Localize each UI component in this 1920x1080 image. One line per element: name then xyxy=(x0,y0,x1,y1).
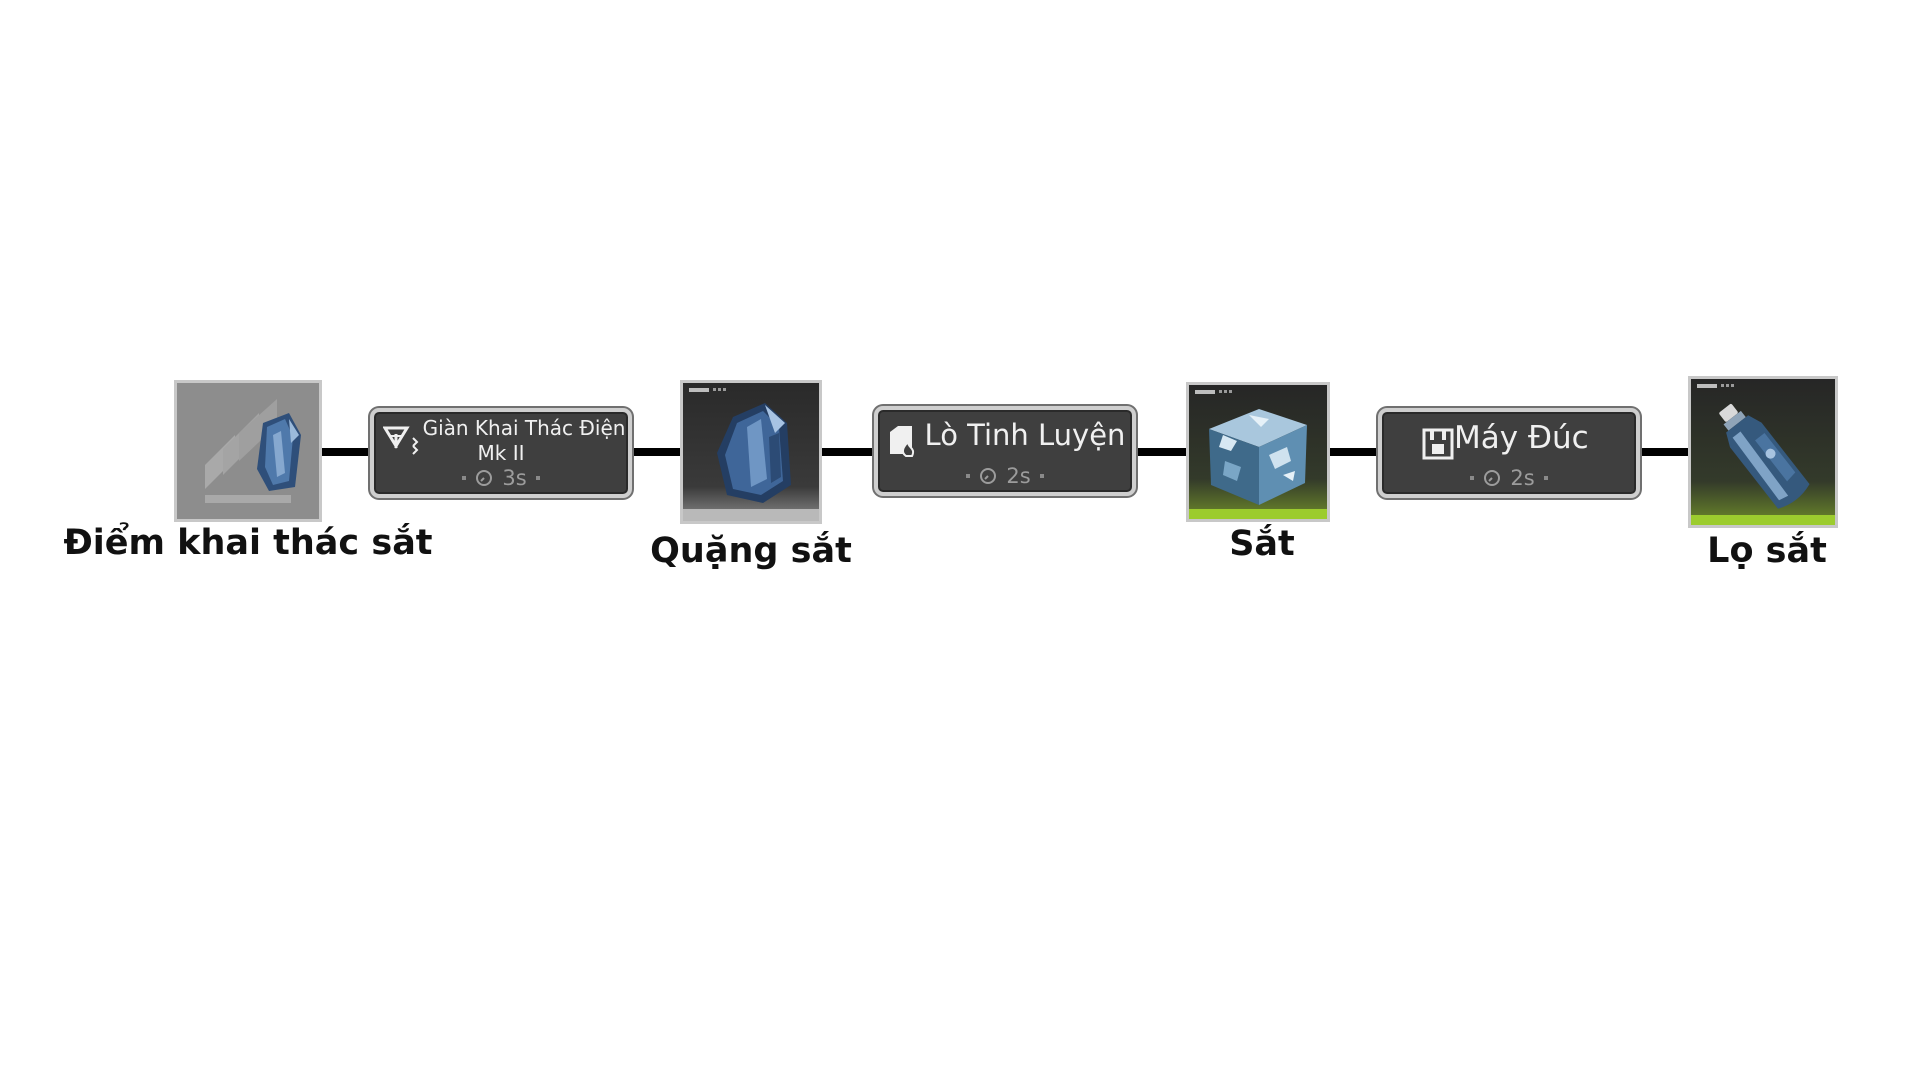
label-iron-ore: Quặng sắt xyxy=(650,531,852,571)
label-iron-bottle: Lọ sắt xyxy=(1707,531,1827,571)
refinery-time: 2s xyxy=(1006,464,1031,488)
molder-name: Máy Đúc xyxy=(1454,420,1589,456)
machine-refinery[interactable]: Lò Tinh Luyện 2s xyxy=(874,406,1136,496)
connector-refinery-ingot xyxy=(1136,448,1186,456)
molder-time-row: 2s xyxy=(1382,466,1636,490)
connector-molder-bottle xyxy=(1640,448,1688,456)
miner-time: 3s xyxy=(502,466,527,490)
mold-icon xyxy=(1422,428,1454,460)
time-dot-left xyxy=(966,474,971,478)
iron-ore-icon xyxy=(683,383,819,521)
molder-time: 2s xyxy=(1510,466,1535,490)
time-dot-left xyxy=(462,476,467,480)
clock-icon xyxy=(980,468,997,484)
miner-name-line2: Mk II xyxy=(477,441,525,465)
miner-name-line1: Giàn Khai Thác Điện xyxy=(422,416,626,440)
iron-deposit-tile[interactable] xyxy=(174,380,322,522)
time-dot-right xyxy=(1543,476,1548,480)
machine-molder[interactable]: Máy Đúc 2s xyxy=(1378,408,1640,498)
connector-ore-refinery xyxy=(822,448,874,456)
time-dot-right xyxy=(1039,474,1044,478)
iron-deposit-icon xyxy=(177,383,319,519)
iron-ore-tile[interactable] xyxy=(680,380,822,524)
iron-ingot-icon xyxy=(1189,385,1327,519)
clock-icon xyxy=(1484,470,1501,486)
refinery-time-row: 2s xyxy=(878,464,1132,488)
iron-bottle-tile[interactable] xyxy=(1688,376,1838,528)
machine-miner[interactable]: Giàn Khai Thác Điện Mk II 3s xyxy=(370,408,632,498)
connector-source-miner xyxy=(322,448,370,456)
iron-ingot-tile[interactable] xyxy=(1186,382,1330,522)
drill-icon xyxy=(383,426,419,455)
time-dot-right xyxy=(535,476,540,480)
refinery-name: Lò Tinh Luyện xyxy=(924,418,1126,452)
connector-miner-ore xyxy=(632,448,680,456)
clock-icon xyxy=(476,470,493,486)
connector-ingot-molder xyxy=(1330,448,1378,456)
furnace-icon xyxy=(890,426,915,457)
label-iron-ingot: Sắt xyxy=(1229,524,1295,564)
time-dot-left xyxy=(1470,476,1475,480)
iron-bottle-icon xyxy=(1691,379,1835,525)
miner-time-row: 3s xyxy=(374,466,628,490)
label-iron-deposit: Điểm khai thác sắt xyxy=(63,523,433,563)
